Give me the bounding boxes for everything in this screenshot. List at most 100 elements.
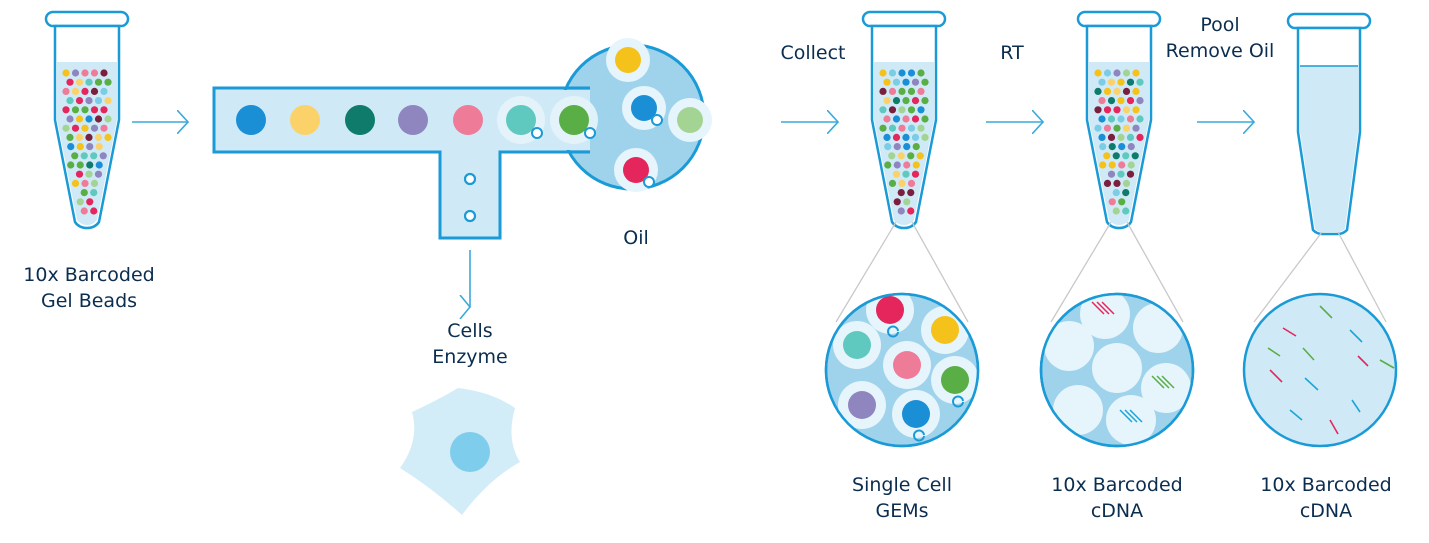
gel-bead <box>1103 106 1112 114</box>
gel-bead <box>81 87 89 95</box>
cdna-strand <box>1129 409 1143 423</box>
gel-bead <box>907 106 916 114</box>
gel-bead <box>1118 161 1126 169</box>
gel-bead <box>80 152 88 160</box>
gel-bead <box>81 106 89 114</box>
gel-bead <box>907 207 915 215</box>
gel-bead <box>1132 106 1140 114</box>
gel-bead <box>1108 198 1116 206</box>
gel-bead <box>893 161 901 169</box>
gel-bead <box>907 87 916 95</box>
gel-bead <box>62 106 70 114</box>
gel-bead <box>897 152 905 160</box>
gel-bead <box>67 161 75 169</box>
tube-cap <box>44 10 130 28</box>
gel-bead <box>1132 69 1140 77</box>
gem-bead <box>941 366 969 394</box>
gel-bead <box>903 161 911 169</box>
gem-bead <box>677 107 703 133</box>
cdna-strand <box>1351 399 1361 413</box>
label-rt: RT <box>1000 42 1024 64</box>
gel-bead <box>104 78 112 86</box>
cdna-strand <box>1269 369 1283 383</box>
pooled-tube <box>1286 12 1372 236</box>
gel-bead <box>921 133 929 141</box>
gel-bead <box>921 78 929 86</box>
gem-droplet <box>1053 385 1103 435</box>
gel-bead <box>892 78 901 86</box>
gel-bead <box>80 189 88 197</box>
gel-bead <box>879 106 887 114</box>
gel-bead <box>90 207 98 215</box>
gel-bead <box>94 97 103 105</box>
gel-bead <box>1108 143 1116 151</box>
channel-bead <box>290 105 320 135</box>
gel-bead <box>76 198 84 206</box>
gem-cell <box>643 176 655 188</box>
gel-bead <box>80 207 88 215</box>
gel-bead <box>892 115 901 123</box>
gel-bead <box>66 97 74 105</box>
gel-bead <box>879 124 887 132</box>
gel-bead <box>71 124 80 132</box>
gel-bead <box>75 115 84 123</box>
gel-bead <box>1103 87 1112 95</box>
gel-bead <box>1113 179 1121 187</box>
gel-bead <box>75 78 84 86</box>
gel-bead <box>75 133 84 141</box>
gel-bead <box>1117 115 1125 123</box>
gel-bead <box>1094 69 1102 77</box>
cdna-strand <box>1289 409 1303 421</box>
zoom-single-cell-gems <box>824 292 980 448</box>
gel-bead <box>888 106 897 114</box>
gel-bead <box>1108 161 1116 169</box>
gel-bead <box>884 143 892 151</box>
cell-illustration <box>400 388 520 515</box>
gem-bead <box>902 400 930 428</box>
gel-bead <box>892 170 901 178</box>
gel-bead <box>66 78 74 86</box>
gel-bead <box>100 69 108 77</box>
gel-bead <box>1122 189 1130 197</box>
gel-bead <box>883 97 891 105</box>
gel-bead <box>71 87 80 95</box>
gel-bead <box>907 152 915 160</box>
cdna-strand <box>1357 355 1369 367</box>
gel-bead <box>90 69 99 77</box>
gel-bead <box>1126 133 1135 141</box>
channel-bead <box>453 105 483 135</box>
gel-bead <box>883 133 891 141</box>
gel-bead <box>898 179 906 187</box>
gel-bead <box>902 115 910 123</box>
label-collect: Collect <box>780 42 846 64</box>
gem-droplet <box>1133 303 1183 353</box>
channel-bead <box>506 105 536 135</box>
gem-cell <box>952 395 964 408</box>
gel-bead <box>1112 207 1120 215</box>
gel-bead <box>90 179 99 187</box>
gel-bead <box>893 198 901 206</box>
zoom-connectors <box>835 221 1387 323</box>
gel-bead <box>90 87 99 95</box>
gel-bead <box>90 189 98 197</box>
gel-bead <box>71 152 79 160</box>
zoom-barcoded-cdna-pooled <box>1242 292 1398 448</box>
channel-bead <box>398 105 428 135</box>
gel-bead <box>1094 106 1102 114</box>
inlet-cell <box>463 172 477 186</box>
gel-bead <box>1117 170 1125 178</box>
cdna-strand <box>1379 359 1395 369</box>
gel-bead <box>1094 124 1102 132</box>
label-barcoded-cdna-2: 10x Barcoded cDNA <box>1260 474 1392 522</box>
gem-bead <box>623 157 649 183</box>
gel-bead <box>85 97 93 105</box>
gel-bead <box>71 69 80 77</box>
cdna-strand <box>1124 409 1138 423</box>
cdna-strand <box>1319 305 1333 319</box>
channel-cell <box>584 127 596 139</box>
gel-bead <box>917 69 925 77</box>
gel-bead <box>1122 124 1131 132</box>
gem-bead <box>931 316 959 344</box>
gel-bead <box>1122 207 1130 215</box>
